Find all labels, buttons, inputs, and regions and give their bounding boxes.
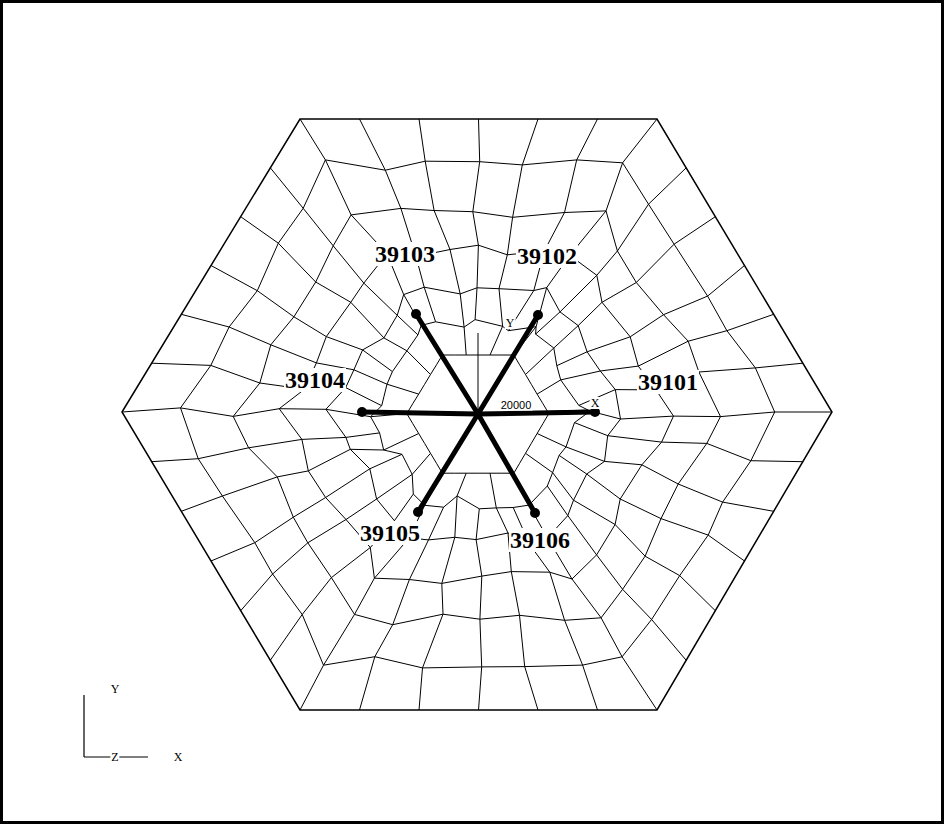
mesh-radial: [181, 434, 418, 512]
mesh-radial: [122, 408, 407, 417]
shell-mesh: [122, 119, 832, 710]
mesh-radial: [181, 314, 418, 394]
mesh-radial: [537, 434, 774, 512]
mesh-radial: [526, 217, 716, 375]
element-number: 39102: [516, 244, 578, 268]
mesh-radial: [300, 473, 442, 710]
axis-label: Y: [110, 683, 121, 695]
mesh-radial: [473, 119, 480, 320]
mesh-radial: [547, 486, 686, 660]
mesh-ring: [181, 160, 775, 668]
element-number: 39104: [284, 368, 346, 392]
spider-elements: [362, 314, 595, 513]
axis-label: Y: [505, 317, 516, 329]
mesh-radial: [476, 509, 482, 710]
mesh-radial: [360, 507, 444, 710]
mesh-radial: [211, 266, 392, 372]
element-number: 39106: [509, 528, 571, 552]
axis-label: X: [590, 397, 601, 409]
mesh-radial: [557, 266, 745, 366]
mesh-radial: [508, 119, 597, 331]
mesh-radial: [419, 119, 466, 355]
mesh-radial: [490, 119, 538, 355]
element-number: 39101: [637, 370, 699, 394]
mesh-radial: [537, 314, 774, 394]
local-axes: [478, 333, 588, 414]
mesh-radial: [241, 217, 431, 375]
spider-nodes: [357, 309, 600, 518]
mesh-radial: [360, 119, 436, 322]
global-triad: [84, 695, 148, 757]
hexagon-outline: [122, 119, 832, 710]
element-number: 39105: [359, 521, 421, 545]
mesh-radial: [152, 363, 382, 406]
axis-label: X: [173, 751, 184, 763]
mesh-radial: [559, 455, 744, 561]
node-number: 20000: [500, 400, 533, 411]
axis-label: Z: [110, 751, 119, 763]
mesh-radial: [575, 423, 803, 462]
mesh-radial: [241, 453, 431, 610]
mesh-radial: [419, 473, 466, 710]
mesh-ring: [326, 287, 621, 544]
element-number: 39103: [374, 242, 436, 266]
mesh-radial: [152, 433, 380, 462]
mesh-ring: [233, 208, 720, 624]
mesh-radial: [514, 473, 657, 710]
